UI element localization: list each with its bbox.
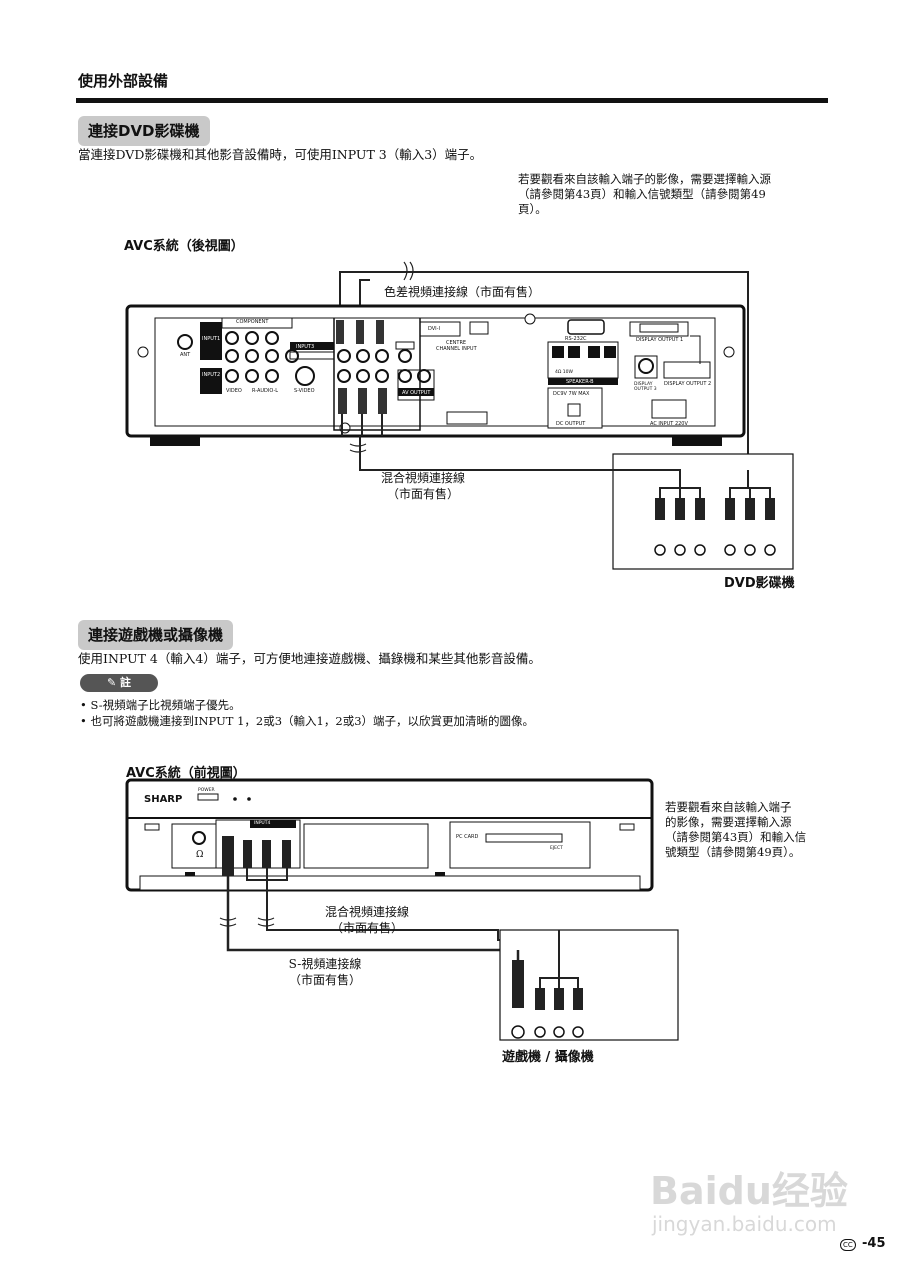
label-display-output-3: DISPLAY OUTPUT 3 bbox=[634, 382, 657, 392]
label-component: COMPONENT bbox=[236, 319, 269, 325]
label-display-output-1: DISPLAY OUTPUT 1 bbox=[636, 337, 684, 343]
label-dc: DC9V 7W MAX bbox=[553, 391, 590, 397]
label-dvi: DVI-I bbox=[428, 326, 440, 332]
diagram-title-front: AVC系統（前視圖） bbox=[126, 766, 246, 781]
svideo-cable-label: S-視頻連接線 （市面有售） bbox=[288, 957, 362, 987]
page-number: -45 bbox=[862, 1236, 886, 1251]
label-display-output-2: DISPLAY OUTPUT 2 bbox=[664, 381, 712, 387]
diagram-title-rear: AVC系統（後視圖） bbox=[124, 239, 244, 254]
page-header-title: 使用外部設備 bbox=[78, 72, 169, 90]
section-intro-dvd: 當連接DVD影碟機和其他影音設備時，可使用INPUT 3（輸入3）端子。 bbox=[78, 147, 483, 162]
label-s-video: S-VIDEO bbox=[294, 388, 315, 394]
composite-cable-label-rear: 混合視頻連接線 （市面有售） bbox=[380, 471, 465, 501]
component-cable-label: 色差視頻連接線（市面有售） bbox=[384, 285, 541, 299]
label-input2: INPUT2 bbox=[202, 372, 221, 378]
label-r-audio-l: R-AUDIO-L bbox=[252, 388, 279, 394]
label-speaker-b: SPEAKER-B bbox=[566, 379, 594, 385]
headphone-icon: Ω bbox=[196, 850, 204, 860]
label-input1: INPUT1 bbox=[202, 336, 221, 342]
section-intro-game: 使用INPUT 4（輸入4）端子，可方便地連接遊戲機、攝錄機和某些其他影音設備。 bbox=[78, 651, 541, 666]
label-av-output: AV OUTPUT bbox=[402, 390, 431, 396]
label-power: POWER bbox=[198, 788, 215, 793]
section-heading-game: 連接遊戲機或攝像機 bbox=[78, 620, 234, 650]
header-rule bbox=[76, 98, 828, 103]
label-pc-card: PC CARD bbox=[456, 834, 479, 840]
note-item: • S-視頻端子比視頻端子優先。 bbox=[80, 698, 241, 712]
label-video: VIDEO bbox=[226, 388, 242, 394]
label-input4: INPUT4 bbox=[254, 821, 271, 826]
note-item: • 也可將遊戲機連接到INPUT 1，2或3（輸入1，2或3）端子，以欣賞更加清… bbox=[80, 714, 535, 728]
watermark-logo: Baidu经验 bbox=[650, 1169, 848, 1213]
pencil-icon: ✎ bbox=[106, 676, 117, 689]
game-camera-label: 遊戲機 / 攝像機 bbox=[502, 1050, 594, 1065]
label-eject: EJECT bbox=[550, 846, 563, 851]
label-ohm: 4Ω 10W bbox=[555, 370, 573, 375]
side-note-dvd: 若要觀看來自該輸入端子的影像，需要選擇輸入源 （請參閱第43頁）和輸入信號類型（… bbox=[518, 172, 771, 216]
dvd-player-label: DVD影碟機 bbox=[724, 576, 795, 591]
note-badge: ✎ 註 bbox=[80, 674, 158, 692]
label-dc-output: DC OUTPUT bbox=[556, 421, 586, 427]
label-ant: ANT bbox=[180, 352, 191, 358]
cc-icon: CC bbox=[840, 1239, 856, 1251]
side-note-game: 若要觀看來自該輸入端子 的影像，需要選擇輸入源 （請參閱第43頁）和輸入信 號類… bbox=[665, 800, 807, 859]
composite-cable-label-front: 混合視頻連接線 （市面有售） bbox=[324, 905, 409, 935]
label-rs232c: RS-232C bbox=[565, 336, 587, 342]
label-channel-input: CHANNEL INPUT bbox=[436, 346, 477, 352]
label-centre: CENTRE bbox=[446, 340, 467, 346]
section-heading-dvd: 連接DVD影碟機 bbox=[78, 116, 210, 146]
watermark-url: jingyan.baidu.com bbox=[652, 1212, 837, 1236]
label-input3: INPUT3 bbox=[296, 344, 315, 350]
label-ac-input: AC INPUT 220V bbox=[650, 421, 688, 427]
brand-logo: SHARP bbox=[144, 794, 183, 805]
